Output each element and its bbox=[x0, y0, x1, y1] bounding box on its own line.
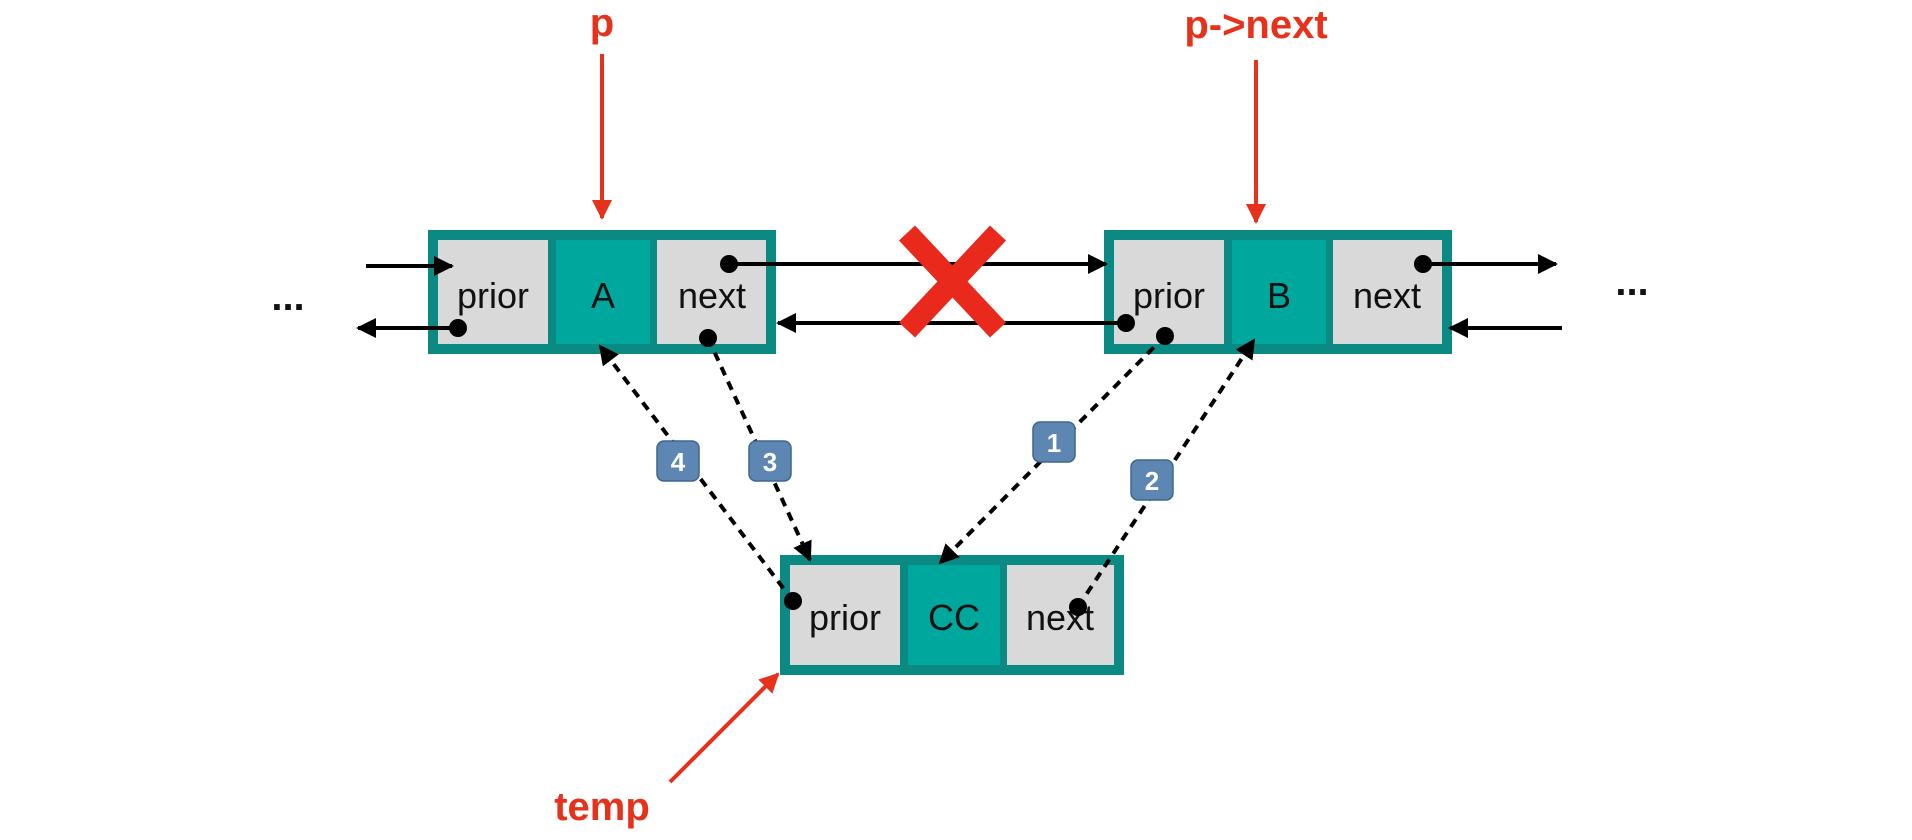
link-step-2 bbox=[1076, 338, 1256, 609]
node-a-next-cell bbox=[657, 240, 766, 344]
node-b-prior-dot bbox=[1117, 314, 1135, 332]
node-cc-prior-dot bbox=[784, 592, 802, 610]
node-a-next-dot bbox=[720, 255, 738, 273]
node-a-next-label: next bbox=[678, 275, 746, 316]
node-b-next-dot bbox=[1414, 255, 1432, 273]
node-b-data-label: B bbox=[1267, 275, 1291, 316]
node-b-data-cell bbox=[1232, 240, 1326, 344]
broken-link-cross-icon bbox=[898, 225, 1007, 338]
node-cc-next-cell bbox=[1007, 565, 1114, 665]
svg-text:3: 3 bbox=[763, 447, 777, 477]
ellipsis-right: ... bbox=[1615, 260, 1648, 304]
step-badge-1: 1 bbox=[1032, 421, 1076, 463]
node-b-prior-lower-dot bbox=[1156, 327, 1174, 345]
node-b-prior-label: prior bbox=[1133, 275, 1205, 316]
node-a-prior-dot bbox=[449, 319, 467, 337]
step-badge-4: 4 bbox=[656, 440, 700, 482]
node-a: prior A next bbox=[428, 230, 776, 354]
link-step-1 bbox=[938, 334, 1167, 565]
link-step-3 bbox=[706, 337, 812, 562]
node-cc-prior-label: prior bbox=[809, 597, 881, 638]
pointer-label-p-next: p->next bbox=[1184, 3, 1327, 47]
node-a-next-lower-dot bbox=[699, 329, 717, 347]
node-cc-next-dot bbox=[1069, 598, 1087, 616]
pointer-label-p: p bbox=[590, 1, 614, 45]
node-b-next-label: next bbox=[1353, 275, 1421, 316]
link-step-4 bbox=[598, 344, 795, 603]
node-a-prior-label: prior bbox=[457, 275, 529, 316]
node-cc-data-label: CC bbox=[928, 597, 980, 638]
node-a-data-cell bbox=[556, 240, 650, 344]
pointer-arrow-temp bbox=[668, 672, 780, 784]
svg-text:2: 2 bbox=[1145, 466, 1159, 496]
node-cc-data-cell bbox=[908, 565, 1000, 665]
svg-text:4: 4 bbox=[671, 447, 686, 477]
svg-text:1: 1 bbox=[1047, 428, 1061, 458]
pointer-label-temp: temp bbox=[554, 785, 650, 829]
node-cc-prior-cell bbox=[790, 565, 900, 665]
step-badge-2: 2 bbox=[1130, 459, 1174, 501]
node-a-data-label: A bbox=[591, 275, 615, 316]
node-cc: prior CC next bbox=[780, 555, 1124, 675]
ellipsis-left: ... bbox=[271, 275, 304, 319]
step-badge-3: 3 bbox=[748, 440, 792, 482]
